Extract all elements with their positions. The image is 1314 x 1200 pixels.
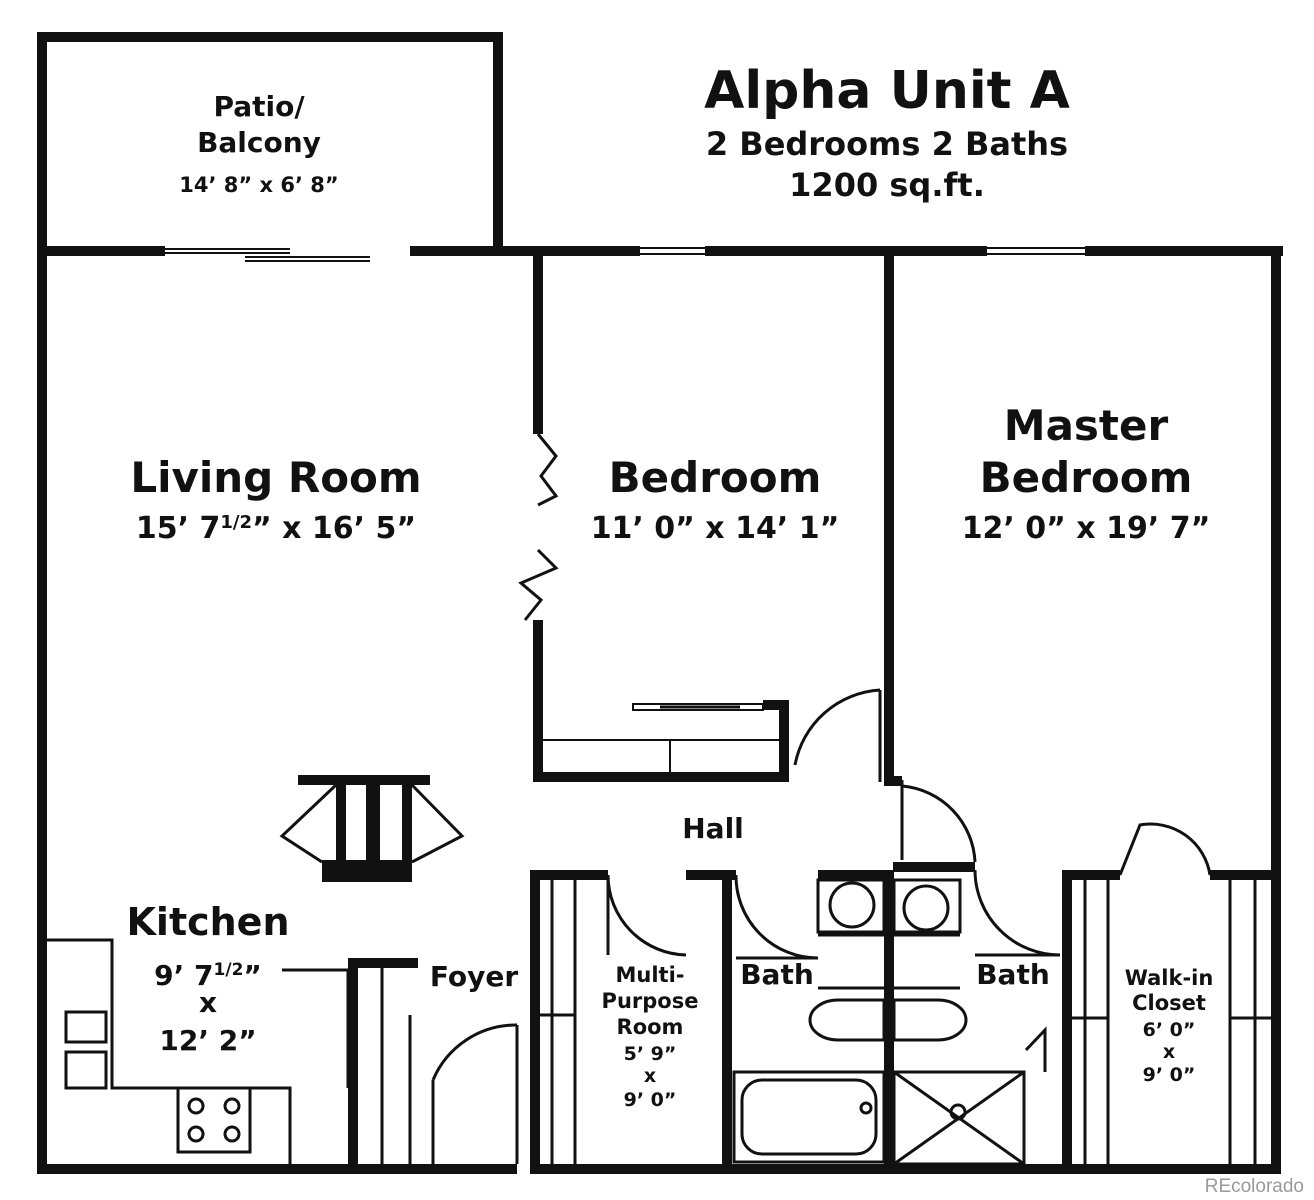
living-room-name: Living Room [130,453,421,502]
closet-name-line1: Walk-in [1125,966,1214,990]
multi-dims-line3: 9’ 0” [624,1089,677,1111]
windows [165,247,1085,772]
bedroom-dims: 11’ 0” x 14’ 1” [591,511,840,546]
kitchen-name: Kitchen [126,900,289,944]
multi-name-line1: Multi- [616,963,685,987]
plan-area: 1200 sq.ft. [789,166,985,204]
multi-name-line3: Room [617,1015,684,1039]
multi-dims-line1: 5’ 9” [624,1043,677,1065]
patio-dims: 14’ 8” x 6’ 8” [179,173,338,197]
fixtures [47,878,1271,1166]
living-dims-b: ” x 16’ 5” [252,511,416,546]
hall-name: Hall [682,812,744,845]
bath1-name: Bath [740,958,814,991]
master-bedroom-name-line2: Bedroom [980,453,1193,502]
living-room-dims: 15’ 71/2” x 16’ 5” [136,511,416,546]
watermark: REcolorado [1205,1176,1304,1197]
plan-subtitle: 2 Bedrooms 2 Baths [706,125,1068,163]
bedroom-name: Bedroom [609,453,822,502]
foyer-name: Foyer [430,960,518,993]
kitchen-dims-b: ” [243,959,261,992]
master-bedroom-dims: 12’ 0” x 19’ 7” [962,511,1211,546]
master-bedroom-name-line1: Master [1004,401,1169,450]
doors [279,433,1212,1164]
closet-dims-line1: 6’ 0” [1143,1019,1196,1041]
multi-dims-line2: x [644,1065,656,1087]
kitchen-dims-a: 9’ 7 [154,959,213,992]
closet-dims-line2: x [1163,1041,1175,1063]
patio-name-line2: Balcony [197,126,321,159]
closet-name-line2: Closet [1132,991,1206,1015]
walls [37,32,1283,1174]
living-dims-a: 15’ 7 [136,511,220,546]
patio-name-line1: Patio/ [213,90,305,123]
kitchen-dims-line2: x [199,986,217,1019]
kitchen-dims-line1: 9’ 71/2” [154,959,262,992]
closet-dims-line3: 9’ 0” [1143,1064,1196,1086]
multi-name-line2: Purpose [602,989,699,1013]
bath2-name: Bath [976,958,1050,991]
plan-title: Alpha Unit A [704,61,1070,121]
kitchen-dims-frac: 1/2 [214,960,244,980]
living-dims-frac: 1/2 [220,512,252,533]
kitchen-dims-line3: 12’ 2” [159,1024,256,1057]
